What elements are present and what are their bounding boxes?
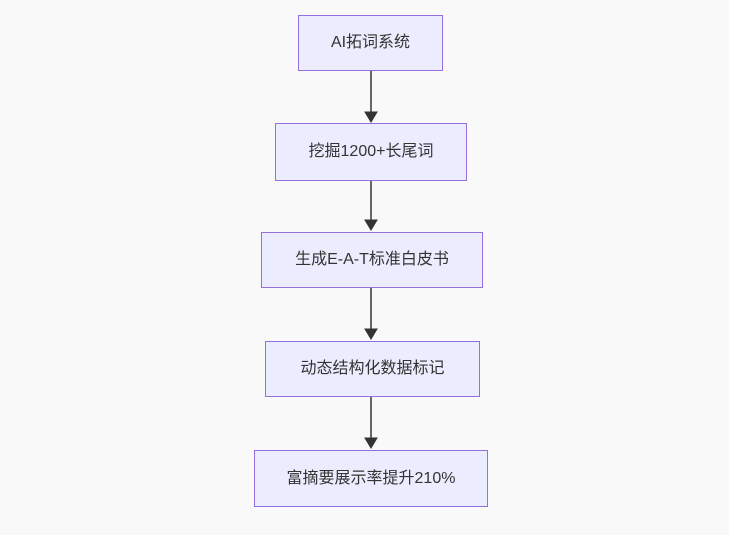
arrowhead-down-icon [364, 328, 378, 340]
arrowhead-down-icon [364, 437, 378, 449]
flow-node-label: 挖掘1200+长尾词 [308, 143, 434, 161]
edge-n1-n2 [364, 71, 378, 123]
edge-n3-n4 [364, 288, 378, 340]
arrowhead-down-icon [364, 111, 378, 123]
flow-node-longtail-mining: 挖掘1200+长尾词 [275, 123, 467, 181]
edge-n2-n3 [364, 181, 378, 231]
arrowhead-down-icon [364, 219, 378, 231]
flow-node-rich-snippet-result: 富摘要展示率提升210% [254, 450, 488, 507]
flow-node-label: 富摘要展示率提升210% [286, 469, 456, 487]
flow-node-eat-whitepaper: 生成E-A-T标准白皮书 [261, 232, 483, 288]
flow-node-label: 生成E-A-T标准白皮书 [295, 251, 449, 269]
flow-node-ai-keyword-system: AI拓词系统 [298, 15, 443, 71]
edge-n4-n5 [364, 397, 378, 449]
flow-node-label: 动态结构化数据标记 [300, 360, 445, 378]
flow-node-structured-data-markup: 动态结构化数据标记 [265, 341, 480, 397]
flow-node-label: AI拓词系统 [330, 34, 411, 52]
